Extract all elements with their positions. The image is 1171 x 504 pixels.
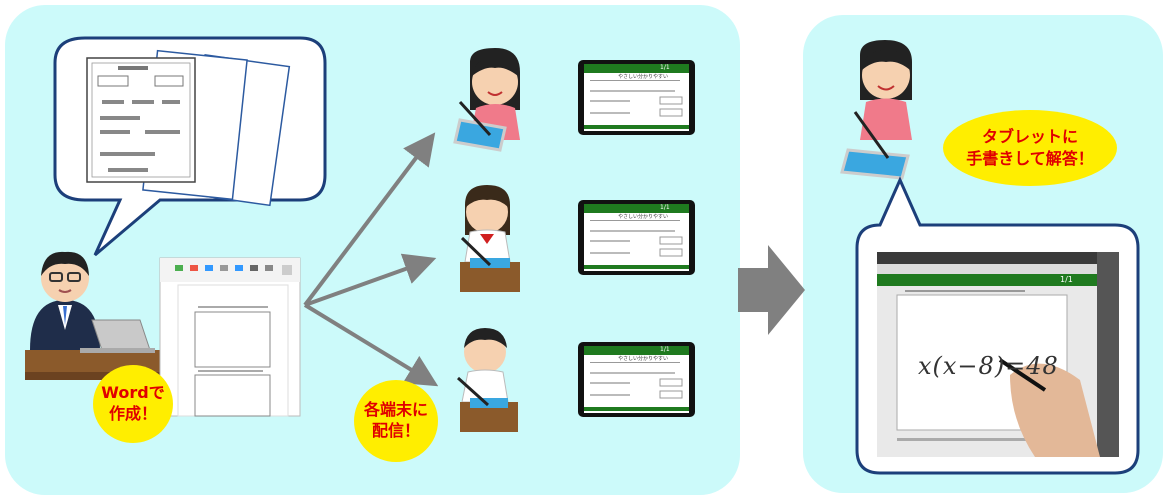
distribute-label: 各端末に 配信！ [354,380,438,462]
tablet-1 [578,60,695,135]
photo-speech-bubble [855,176,1140,475]
tablet-1-page: 1/1 [660,64,670,71]
student-girl-2 [460,185,520,292]
handwritten-equation: x(x−8)=48 [918,352,1059,380]
distribution-arrows [303,132,439,387]
photo-page-indicator: 1/1 [1060,275,1073,284]
word-screenshot [159,257,301,417]
tablet-3 [578,342,695,417]
teacher-speech-bubble [53,36,327,257]
next-step-arrow [738,245,805,335]
student-boy [456,328,518,432]
tablet-3-title: やさしい分かりやすい [618,356,669,362]
tablet-2 [578,200,695,275]
worksheet-stack [86,49,291,207]
tablet-2-title: やさしい分かりやすい [618,214,669,220]
answering-student [840,40,912,180]
tablet-1-title: やさしい分かりやすい [618,74,669,80]
tablet-answer-label: タブレットに 手書きして解答！ [943,110,1117,186]
tablet-3-page: 1/1 [660,346,670,353]
tablet-2-page: 1/1 [660,204,670,211]
word-create-label: Wordで 作成！ [93,365,173,443]
teacher-illustration [25,251,160,380]
student-girl-1 [453,48,520,152]
